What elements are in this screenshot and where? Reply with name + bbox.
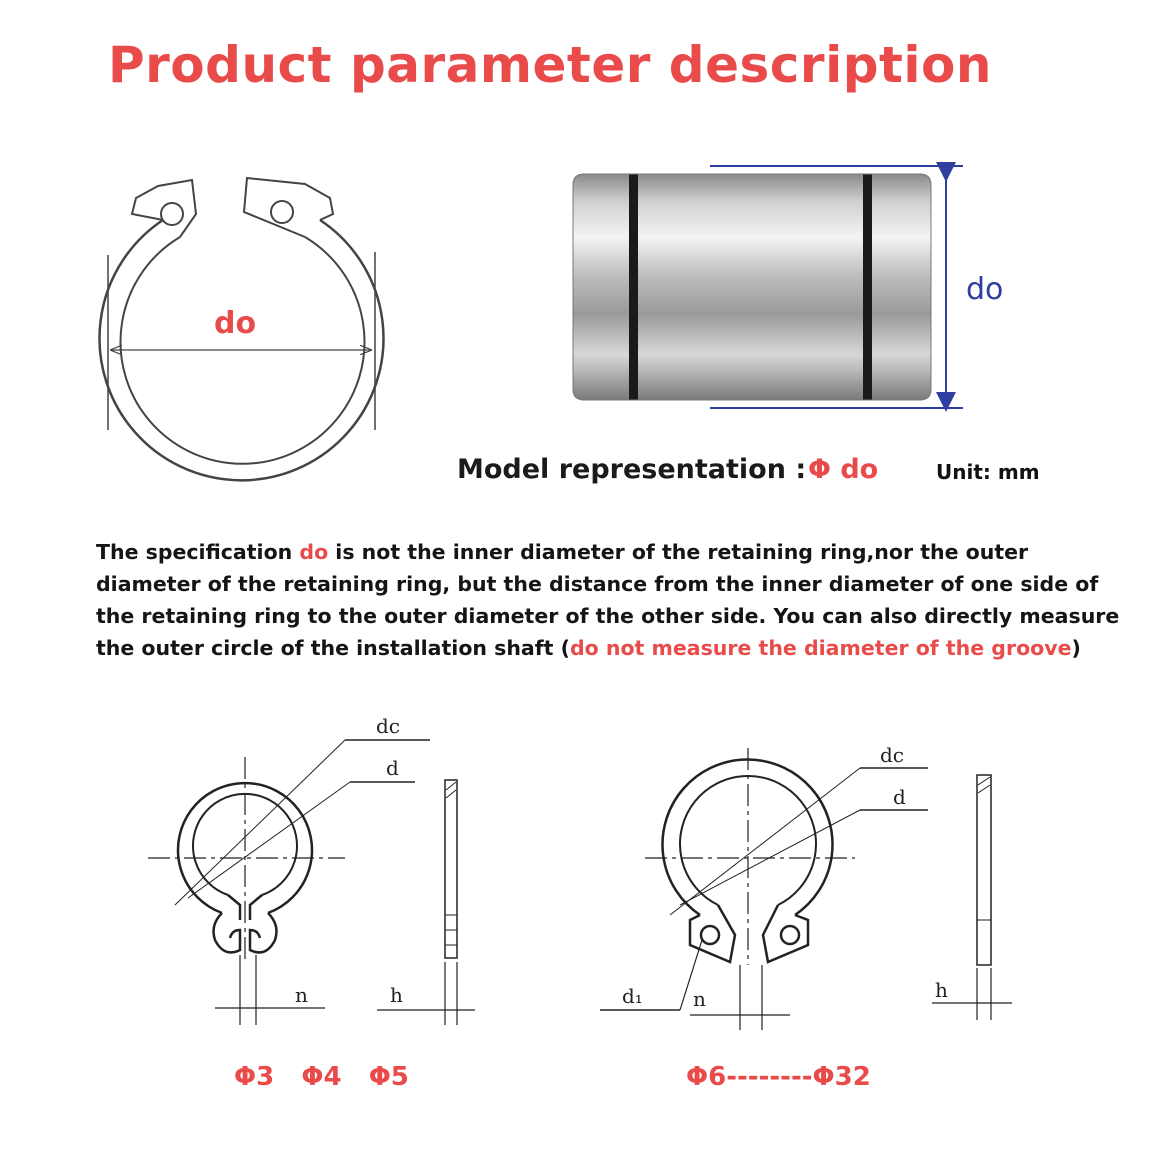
label-h-small: h [390,983,403,1007]
shaft-dimension [710,162,963,412]
label-dc-large: dc [880,743,904,767]
desc-part-3: ) [1071,636,1081,660]
label-dc-small: dc [376,714,400,738]
unit-label: Unit: mm [936,460,1040,484]
label-n-small: n [295,983,308,1007]
label-d1-large: d₁ [622,984,643,1008]
desc-part-1: The specification [96,540,300,564]
desc-highlight-2: do not measure the diameter of the groov… [569,636,1072,660]
desc-part-2: is not the inner diameter of the retaini… [96,540,1120,660]
model-representation-label: Model representation : [457,454,807,485]
retaining-ring-illustration [98,176,385,482]
ring-do-label: do [214,306,257,341]
model-representation-value: Φ do [808,454,879,485]
large-ring-drawing [600,748,1012,1030]
large-range-caption: Φ6--------Φ32 [686,1062,871,1092]
label-d-large: d [893,785,906,809]
specification-description: The specification do is not the inner di… [96,536,1136,664]
large-ring-labels: dc d d₁ n h [622,743,948,1011]
label-d-small: d [386,756,399,780]
small-ring-labels: dc d n h [295,714,403,1007]
small-ring-drawing [148,739,475,1025]
shaft-do-label: do [966,272,1004,307]
page-title: Product parameter description [108,36,992,94]
label-n-large: n [693,987,706,1011]
desc-highlight-1: do [299,540,329,564]
small-range-caption: Φ3 Φ4 Φ5 [234,1062,409,1092]
shaft-illustration [572,173,932,401]
label-h-large: h [935,978,948,1002]
